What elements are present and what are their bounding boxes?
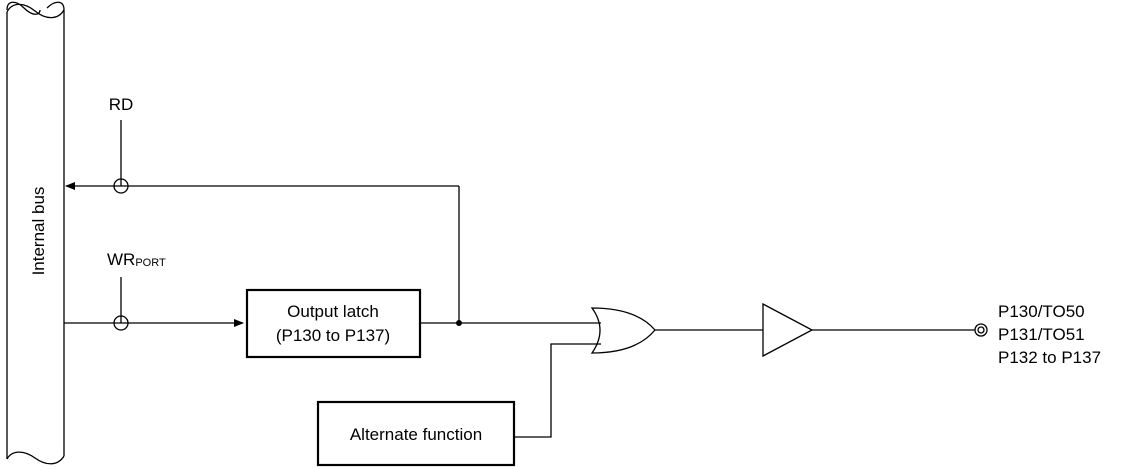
internal-bus (6, 1, 65, 465)
wr-port-label: WRPORT (107, 250, 166, 269)
output-latch-range: (P130 to P137) (276, 326, 390, 345)
rd-label: RD (109, 95, 134, 114)
pin-terminal-outer (974, 323, 988, 337)
alternate-function-label: Alternate function (350, 425, 482, 444)
pin-label-3: P132 to P137 (998, 348, 1101, 367)
internal-bus-label: Internal bus (29, 187, 48, 276)
pin-terminal-inner (977, 326, 985, 334)
junction-dot (456, 320, 462, 326)
pin-label-1: P130/TO50 (998, 302, 1085, 321)
output-buffer (762, 302, 814, 358)
or-gate (590, 307, 656, 354)
alternate-function-line (514, 343, 601, 438)
alternate-function-block (316, 400, 516, 467)
output-latch-title: Output latch (287, 302, 379, 321)
pin-label-2: P131/TO51 (998, 325, 1085, 344)
output-latch-block (245, 288, 422, 359)
